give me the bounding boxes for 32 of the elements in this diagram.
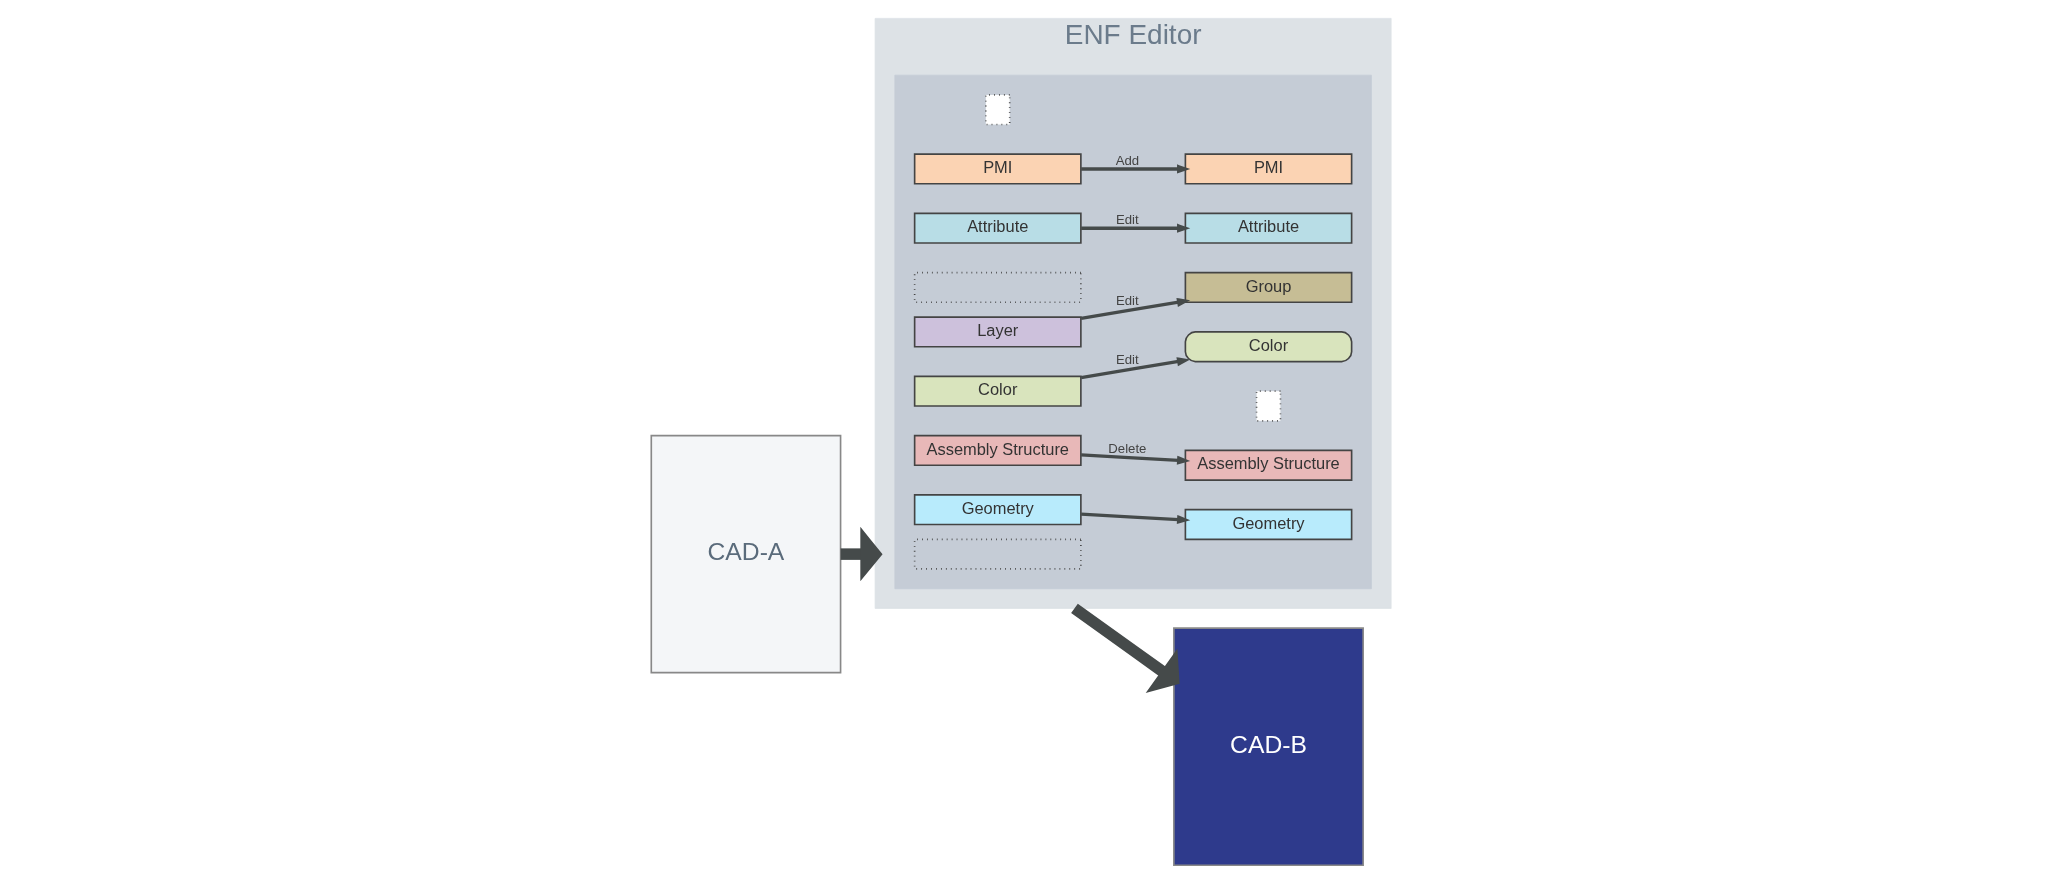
node-box: Attribute	[913, 212, 1082, 244]
node-box: Geometry	[1184, 508, 1352, 541]
edge-label: Delete	[1107, 440, 1146, 456]
node-box: CAD-B	[1172, 627, 1364, 867]
node-box: Layer	[913, 316, 1082, 348]
node-box	[1255, 390, 1281, 422]
node-box	[913, 538, 1082, 570]
arrow	[1070, 603, 1180, 693]
node-box: Assembly Structure	[1184, 449, 1352, 481]
arrow	[1080, 223, 1190, 233]
cluster	[894, 74, 1372, 590]
node-box: PMI	[913, 153, 1082, 185]
node-box	[913, 271, 1082, 304]
edge-label: Edit	[1115, 211, 1139, 227]
arrow	[1080, 297, 1190, 320]
node-box: Color	[1184, 331, 1352, 363]
arrow	[1080, 512, 1190, 525]
edge-label: Add	[1115, 152, 1139, 168]
edge-label: Edit	[1115, 351, 1139, 367]
node-box: Group	[1184, 271, 1352, 304]
arrow	[1080, 453, 1190, 465]
node-box	[984, 94, 1010, 126]
node-box: Attribute	[1184, 212, 1352, 244]
node-box: CAD-A	[649, 434, 841, 674]
arrow	[1080, 357, 1190, 380]
arrow	[1080, 164, 1190, 174]
arrow	[840, 526, 883, 582]
node-box: Color	[913, 375, 1082, 407]
node-box: PMI	[1184, 153, 1352, 185]
edge-label: Edit	[1115, 292, 1139, 308]
node-box: Assembly Structure	[913, 434, 1082, 467]
node-box: Geometry	[913, 494, 1082, 526]
